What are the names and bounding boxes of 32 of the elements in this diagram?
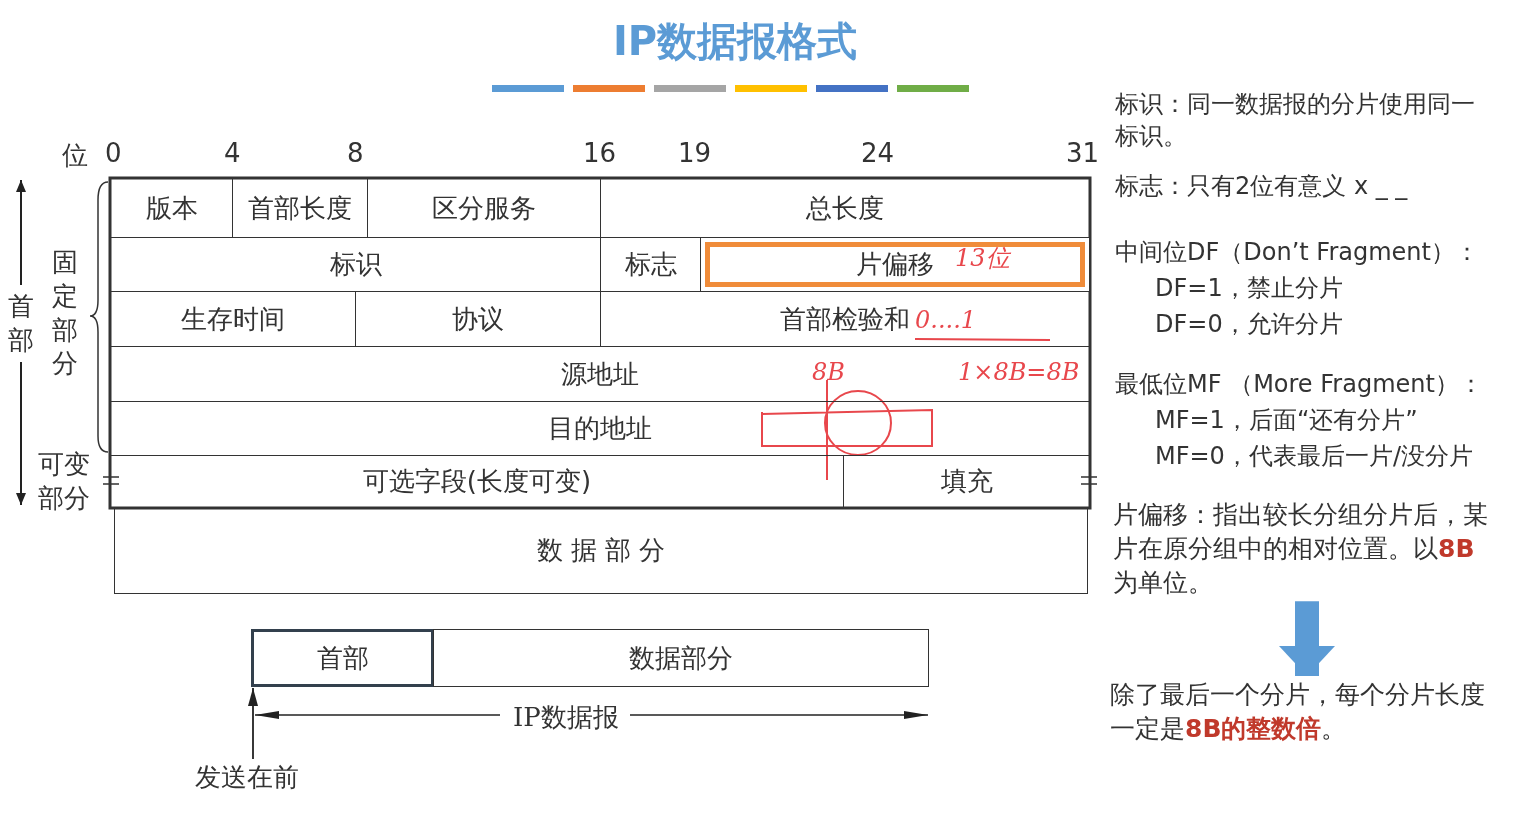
handwritten-note: 1×8B=8B [958,358,1080,386]
note-text: DF=0，允许分片 [1155,309,1343,340]
handwritten-note: 0....1 [915,306,977,334]
title: IP数据报格式 [611,17,859,66]
side-label: 首部 [8,290,35,357]
note-text: 片偏移：指出较长分组分片后，某片在原分组中的相对位置。以8B为单位。 [1113,498,1488,600]
note-text: MF=1，后面“还有分片” [1155,405,1418,436]
bit-number: 4 [224,138,241,168]
arrow [248,687,258,760]
bit-number: 位 [62,139,88,172]
caption-text: 发送在前 [195,760,315,795]
side-label: 可变部分 [38,448,91,515]
bit-number: 8 [347,138,364,168]
field-box: 数 据 部 分 [114,507,1088,594]
note-text: 中间位DF（Don’t Fragment）： [1115,237,1479,268]
bit-number: 31 [1066,138,1100,168]
bit-number: 19 [678,138,712,168]
note-text: DF=1，禁止分片 [1155,273,1343,304]
block-arrow [1279,601,1335,676]
note-text: 标志：只有2位有意义 x _ _ [1115,171,1408,202]
note-text: 标识：同一数据报的分片使用同一标识。 [1115,89,1475,153]
side-label: 固定部分 [52,246,79,381]
handwritten-note: 8B [812,358,845,386]
field-box: 首部 [251,629,434,687]
handwritten-note: 13位 [955,243,1010,274]
note-text: 除了最后一个分片，每个分片长度一定是8B的整数倍。 [1110,678,1500,746]
bit-number: 0 [105,138,122,168]
bit-number: 24 [861,138,895,168]
field-box: 数据部分 [433,629,929,687]
note-text: MF=0，代表最后一片/没分片 [1155,441,1473,472]
note-text: 最低位MF （More Fragment）： [1115,369,1483,400]
bit-number: 16 [583,138,617,168]
